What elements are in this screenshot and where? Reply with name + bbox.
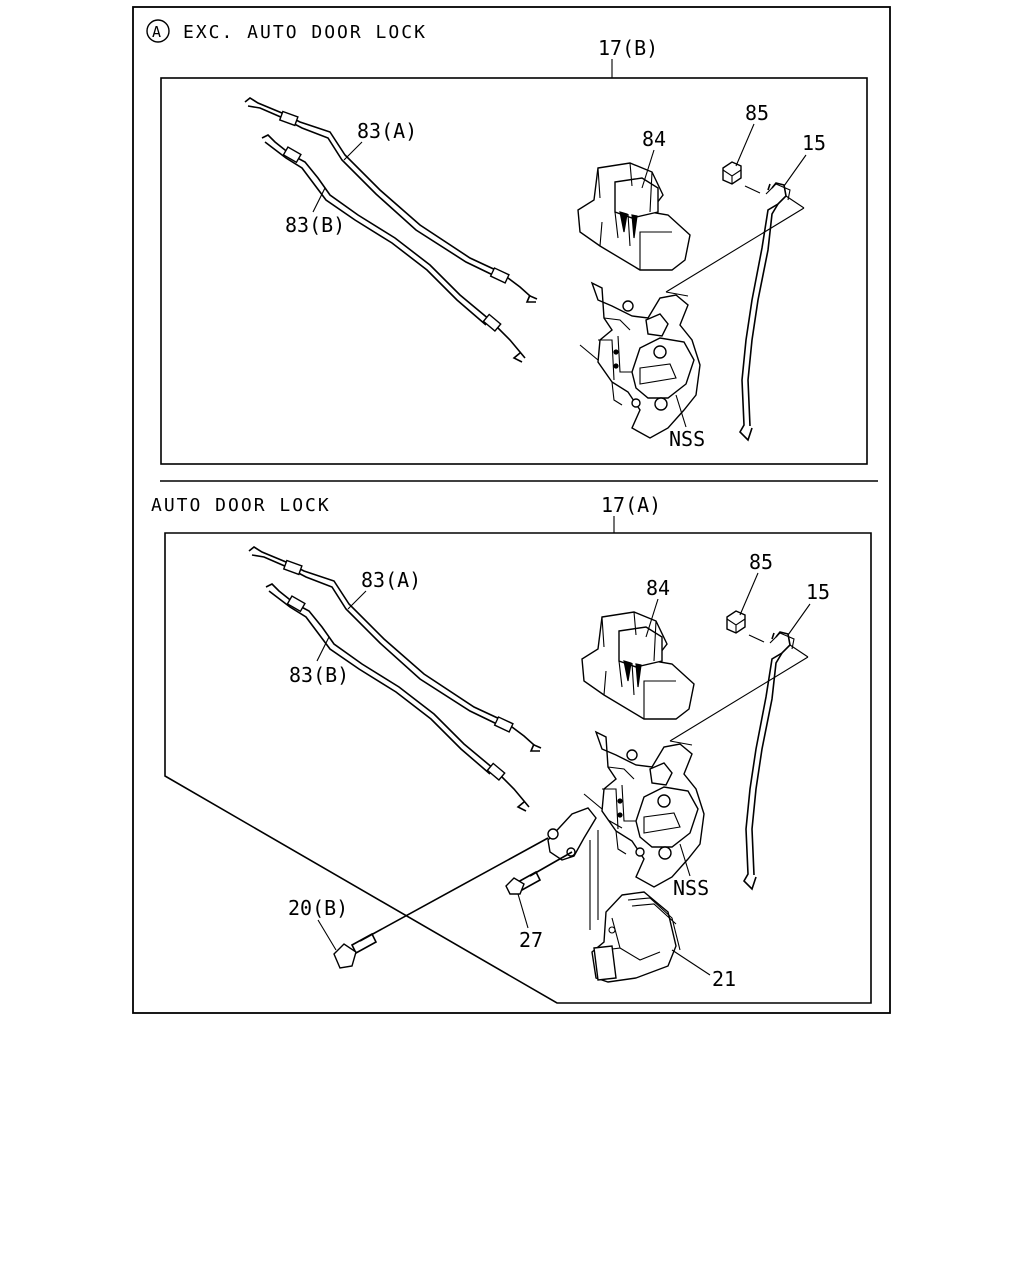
section-auto-door-lock: AUTO DOOR LOCK 17(A) [151, 493, 872, 1004]
assembly-17b-label: 17(B) [598, 36, 658, 60]
label-83a: 83(A) [361, 568, 421, 592]
outer-frame [132, 6, 891, 1014]
assembly-box-17a [164, 532, 872, 1004]
screw-27 [505, 851, 573, 895]
assembly-17a-label: 17(A) [601, 493, 661, 517]
actuator-bracket [547, 807, 597, 861]
section-a-circle-mark [146, 19, 170, 43]
door-lock-actuator-21 [591, 891, 681, 983]
label-15: 15 [802, 131, 826, 155]
section-exc-auto-door-lock: A EXC. AUTO DOOR LOCK 17(B) 83(A) 83(B) … [146, 19, 868, 465]
lock-rod-15 [722, 161, 791, 441]
label-nss: NSS [673, 876, 709, 900]
lock-rod-15 [726, 610, 795, 890]
inside-handle-84 [577, 162, 691, 271]
label-15: 15 [806, 580, 830, 604]
inside-handle-84 [581, 611, 695, 720]
label-85: 85 [749, 550, 773, 574]
label-84: 84 [642, 127, 666, 151]
bolt-20b [333, 837, 549, 969]
label-27: 27 [519, 928, 543, 952]
label-20b: 20(B) [288, 896, 348, 920]
assembly-box-17b [160, 77, 868, 465]
label-83b: 83(B) [289, 663, 349, 687]
section-b-title: AUTO DOOR LOCK [151, 495, 331, 516]
label-83b: 83(B) [285, 213, 345, 237]
label-84: 84 [646, 576, 670, 600]
section-a-title: EXC. AUTO DOOR LOCK [183, 22, 427, 43]
label-21: 21 [712, 967, 736, 991]
label-nss: NSS [669, 427, 705, 451]
label-85: 85 [745, 101, 769, 125]
label-83a: 83(A) [357, 119, 417, 143]
section-a-circle-letter: A [152, 23, 161, 41]
